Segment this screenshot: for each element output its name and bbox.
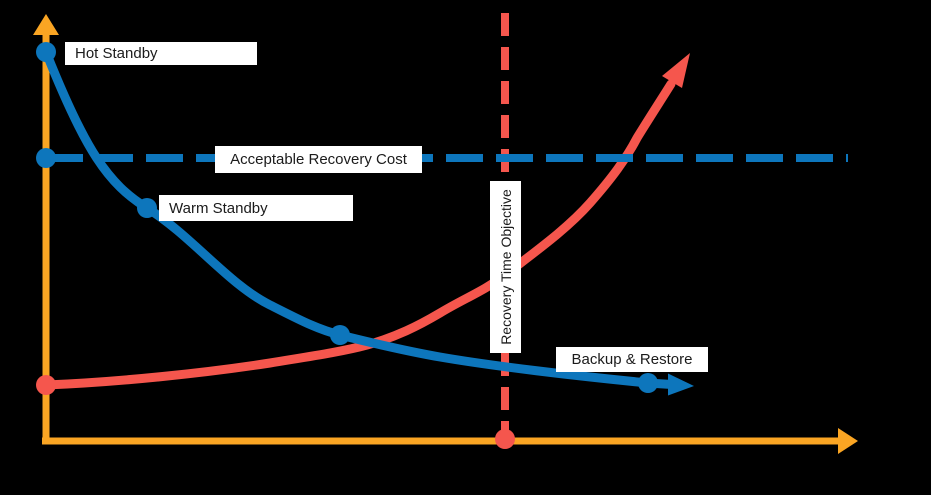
hot-standby-marker <box>36 42 56 62</box>
y-axis-arrowhead <box>33 14 59 35</box>
recovery-time-objective-label: Recovery Time Objective <box>490 181 521 353</box>
recovery-time-objective-label-text: Recovery Time Objective <box>497 189 514 345</box>
hot-standby-label: Hot Standby <box>65 42 257 65</box>
rto-axis-marker <box>495 429 515 449</box>
mid-curve-marker <box>330 325 350 345</box>
recovery-time-curve-start-marker <box>36 375 56 395</box>
x-axis-arrowhead <box>838 428 858 454</box>
warm-standby-label: Warm Standby <box>159 195 353 221</box>
warm-standby-marker <box>137 198 157 218</box>
recovery-cost-curve <box>41 47 677 389</box>
acceptable-cost-axis-marker <box>36 148 56 168</box>
backup-restore-marker <box>638 373 658 393</box>
backup-restore-label: Backup & Restore <box>556 347 708 372</box>
acceptable-recovery-cost-label: Acceptable Recovery Cost <box>215 146 422 173</box>
recovery-cost-curve-arrowhead <box>668 373 694 396</box>
recovery-time-curve-arrowhead <box>662 53 690 88</box>
